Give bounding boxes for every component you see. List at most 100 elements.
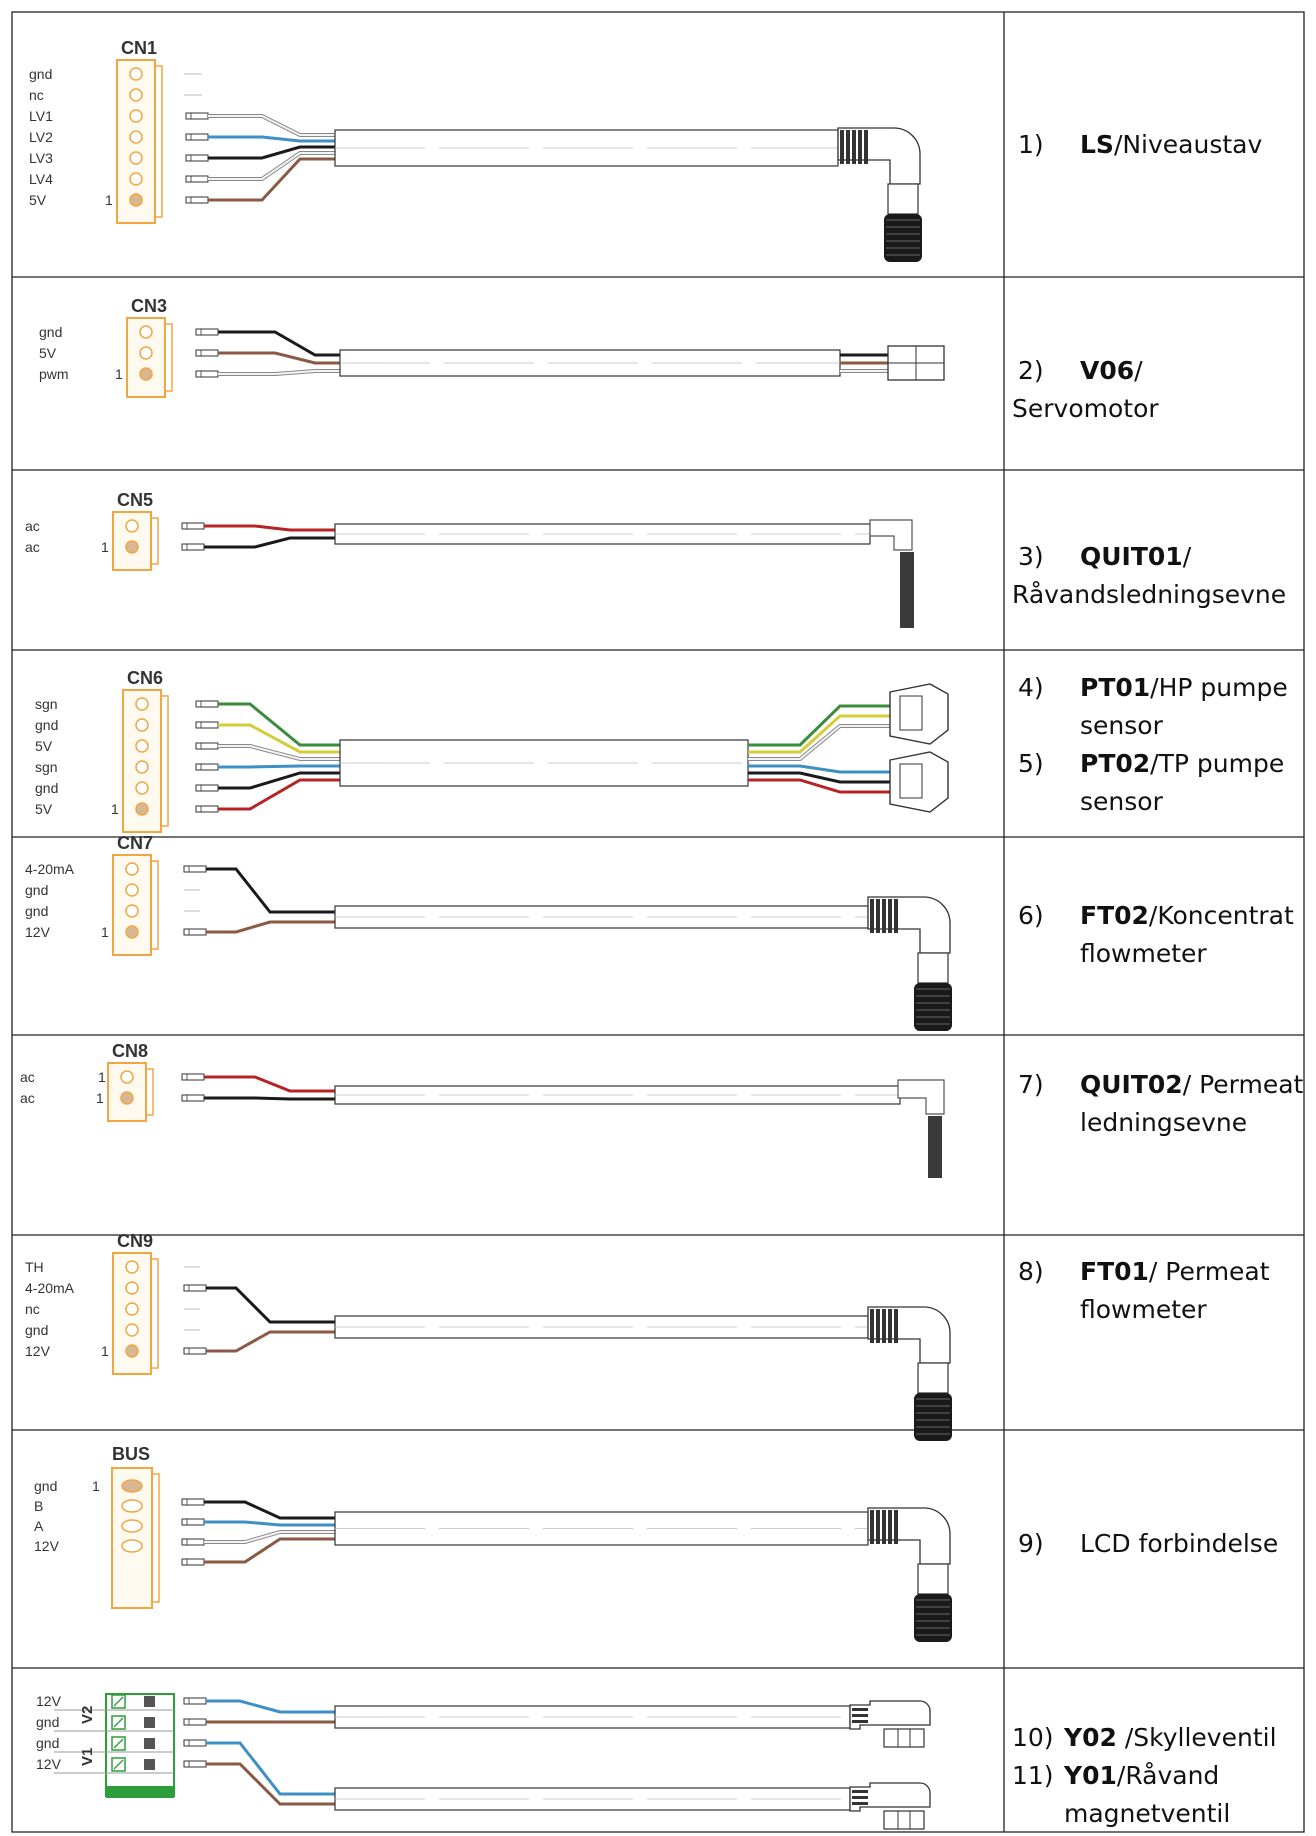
plug-grip-rib [846, 130, 850, 164]
screw-slot [113, 1696, 124, 1707]
pin-label: gnd [35, 780, 58, 796]
description-row-3: 3)QUIT01/ Råvandsledningsevne [1012, 538, 1310, 614]
sensor-probe [928, 1116, 942, 1178]
elbow-plug-body [867, 896, 951, 954]
wire-terminal [181, 1558, 205, 1566]
pin-label: 12V [34, 1538, 60, 1554]
valve-plug-base [883, 1728, 925, 1748]
pin-label: gnd [25, 903, 48, 919]
wire-cn1-LV3 [208, 145, 335, 160]
item-text: /TP pumpe sensor [1080, 749, 1285, 816]
pressure-sensor-plug [889, 751, 949, 813]
valve-group-label: V1 [79, 1748, 96, 1766]
valve-group-label: V2 [79, 1706, 96, 1724]
pin-contact [125, 904, 139, 918]
pin-contact [121, 1519, 143, 1533]
wire-bus-A-core [204, 1531, 335, 1543]
plug-grip-rib [876, 899, 880, 933]
connector-latch [154, 65, 163, 218]
screw-slot [113, 1738, 124, 1749]
plug-knurled-nut [884, 214, 922, 262]
pin-1-contact [139, 367, 153, 381]
plug-grip-rib [876, 1309, 880, 1343]
wire-entry [144, 1759, 155, 1770]
pin-label: sgn [35, 759, 58, 775]
elbow-plug-body [867, 1306, 951, 1364]
wire-bus-12V [204, 1537, 335, 1564]
pin-label: gnd [36, 1735, 59, 1751]
wire-cn5-1 [204, 536, 335, 549]
pin-label: pwm [39, 366, 69, 382]
connector-label: CN8 [112, 1041, 148, 1061]
pin-1-marker: 1 [96, 1090, 104, 1106]
item-text: /Råvand magnetventil [1064, 1761, 1231, 1828]
item-text-second-line: Råvandsledningsevne [1012, 580, 1287, 609]
plug-neck [917, 1563, 949, 1595]
pin-1-contact [125, 1344, 139, 1358]
description-row-4: 4)PT01/HP pumpe sensor 5)PT02/TP pumpe s… [1018, 669, 1310, 821]
item-number: 9) [1018, 1529, 1044, 1558]
connector-latch [151, 1473, 160, 1603]
item-number: 6) [1018, 901, 1044, 930]
wire-entry [144, 1696, 155, 1707]
wire-cn6-out [748, 771, 900, 784]
plug-neck [917, 1362, 949, 1394]
pin-contact [129, 151, 143, 165]
plug-grip-rib [864, 130, 868, 164]
description-row-8: 9)LCD forbindelse [1018, 1525, 1310, 1563]
pin-label: LV2 [29, 129, 53, 145]
pin-1-contact [125, 540, 139, 554]
pin-contact [129, 109, 143, 123]
pin-label: 12V [25, 1343, 51, 1359]
valve-plug-grip [852, 1802, 868, 1805]
pin-contact [125, 1281, 139, 1295]
wire-valve-2 [206, 1741, 335, 1796]
wire-terminal [185, 154, 209, 162]
connector-latch [145, 1068, 154, 1116]
wire-terminal [183, 1739, 207, 1747]
plug-neck [917, 952, 949, 984]
elbow-plug-body [867, 1507, 951, 1565]
wire-terminal [195, 721, 219, 729]
wire-cn6-2-core [218, 745, 340, 760]
pin-label: 5V [35, 738, 53, 754]
item-number: 2) [1018, 356, 1044, 385]
sensor-plug-head [897, 1079, 945, 1115]
pin-contact [129, 88, 143, 102]
item-number: 10) [1012, 1723, 1054, 1752]
wire-cn1-LV1 [208, 114, 335, 137]
pin-contact [129, 172, 143, 186]
plug-knurled-nut [914, 983, 952, 1031]
pin-1-marker: 1 [101, 539, 109, 555]
wire-terminal [195, 700, 219, 708]
wire-cn7-12v [206, 920, 335, 934]
pin-contact [125, 1323, 139, 1337]
item-text: /Koncentrat flowmeter [1080, 901, 1294, 968]
plug-knurled-nut [914, 1393, 952, 1441]
wire-cn6-4 [218, 771, 340, 790]
pin-1-marker: 1 [101, 1343, 109, 1359]
wire-cn9-12v [206, 1330, 335, 1353]
plug-neck [887, 183, 919, 215]
wire-cn1-5V [208, 157, 335, 202]
wire-terminal [181, 1498, 205, 1506]
plug-grip-rib [894, 1510, 898, 1544]
wire-cn9-signal [206, 1286, 335, 1324]
plug-knurled-nut [914, 1594, 952, 1642]
wire-cn1-LV1-core [208, 115, 335, 136]
item-number: 5) [1018, 749, 1044, 778]
pin-contact [139, 325, 153, 339]
wire-terminal [185, 175, 209, 183]
pressure-sensor-plug [889, 683, 949, 745]
connector-label: CN5 [117, 490, 153, 510]
terminal-block-base [106, 1786, 174, 1798]
description-row-7: 8)FT01/ Permeat flowmeter [1018, 1253, 1310, 1329]
wire-cn6-0 [218, 702, 340, 747]
item-code: V06 [1080, 356, 1135, 385]
wire-cn3-pwm-core [218, 370, 340, 375]
pin-contact [121, 1499, 143, 1513]
screw-slot [113, 1717, 124, 1728]
item-code: Y01 [1064, 1761, 1117, 1790]
pin-label: 5V [39, 345, 57, 361]
item-code: QUIT01 [1080, 542, 1183, 571]
